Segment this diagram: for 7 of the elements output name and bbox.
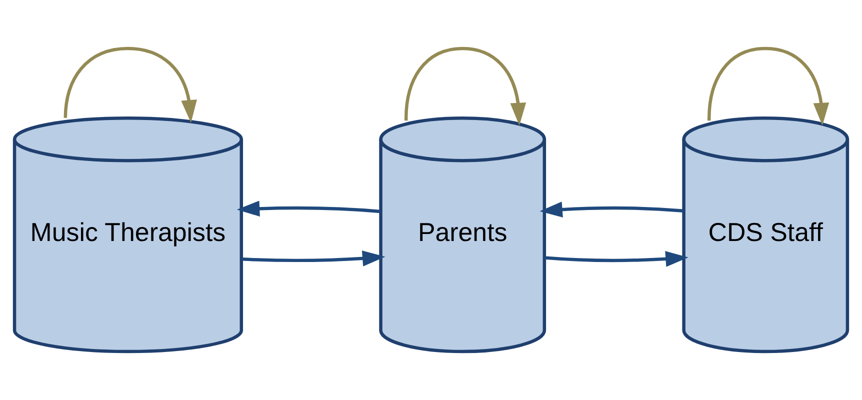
- arrow: [64, 46, 197, 123]
- arrow: [544, 251, 688, 267]
- arrow: [242, 250, 386, 266]
- arrow: [236, 200, 380, 217]
- arrow: [404, 46, 526, 126]
- arrow: [540, 202, 684, 218]
- arrow: [708, 46, 830, 126]
